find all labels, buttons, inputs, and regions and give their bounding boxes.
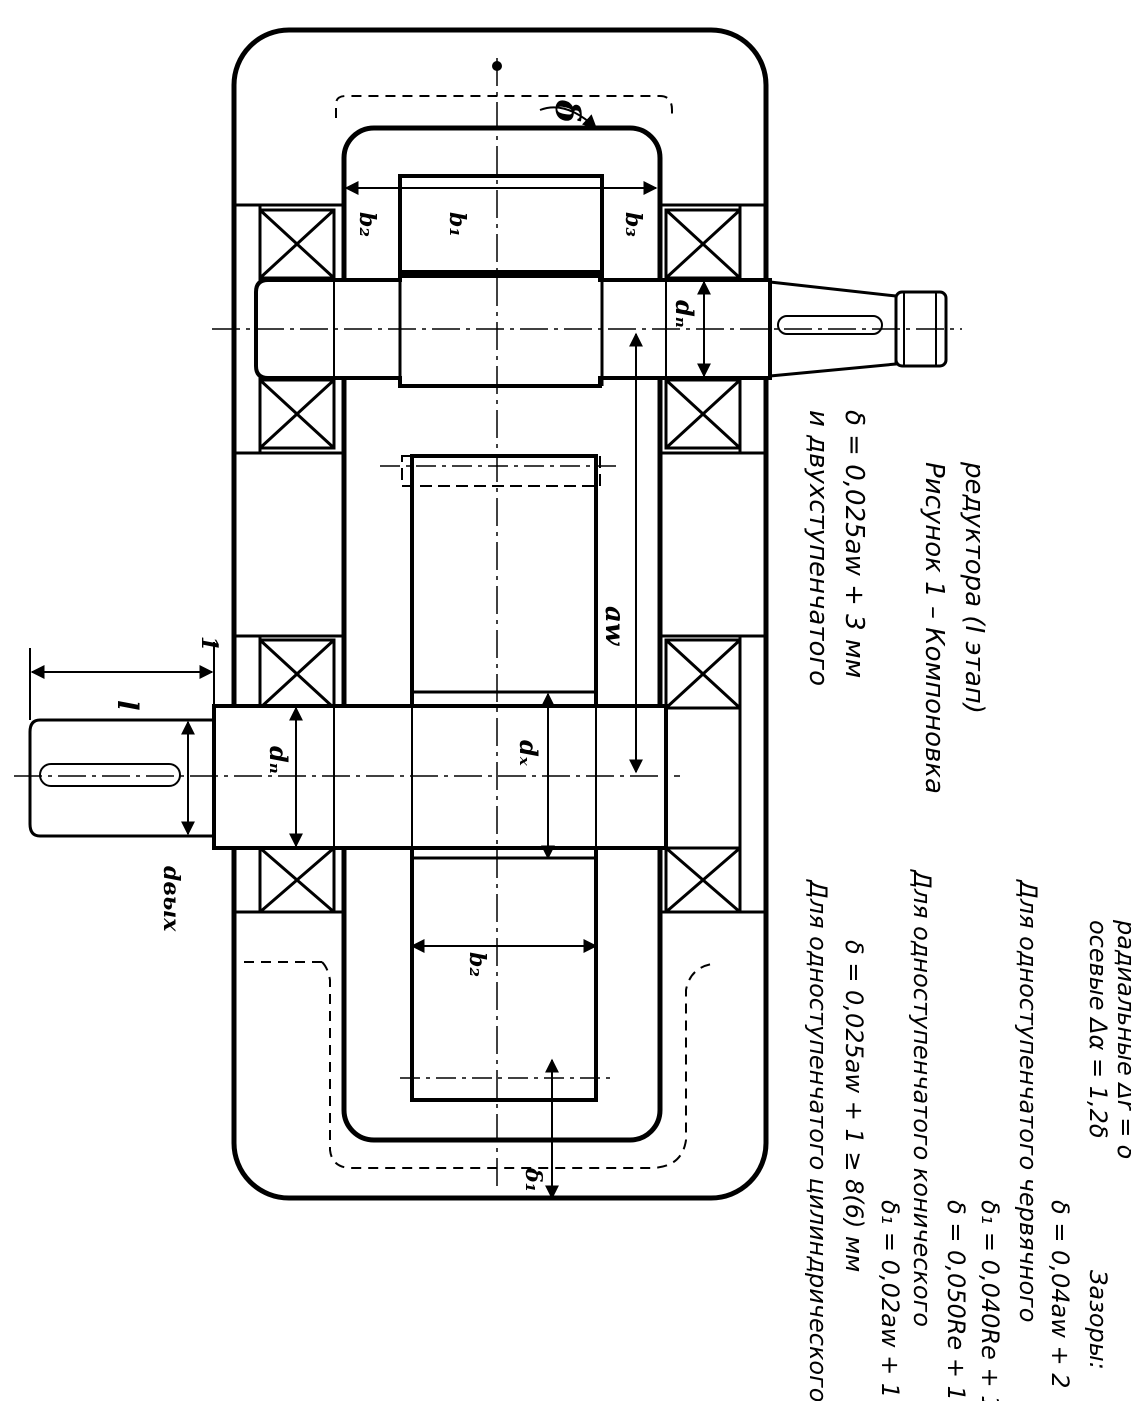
label-delta: δ bbox=[547, 99, 587, 123]
dashed-oil-contour-top bbox=[335, 95, 673, 120]
label-dn-top: dₙ bbox=[670, 300, 699, 328]
label-b-lower: b₂ bbox=[464, 952, 490, 977]
label-b-gear: b₁ bbox=[444, 212, 470, 237]
note-gaps-side: осевые Δα = 1,2δ bbox=[1084, 920, 1112, 1139]
delta-leader bbox=[539, 106, 598, 129]
output-shaft bbox=[212, 704, 668, 850]
note-single-cyl-formula: δ = 0,025aw + 1 ≥ 8(6) мм bbox=[840, 940, 868, 1272]
inner-cavity-outline bbox=[341, 125, 663, 1143]
input-keyway bbox=[777, 315, 883, 335]
label-b-right: b₃ bbox=[620, 212, 646, 237]
note-figure-caption-1: Рисунок 1 – Компоновка bbox=[919, 462, 949, 794]
note-worm-title: Для одноступенчатого червячного bbox=[1014, 879, 1042, 1322]
label-l: l bbox=[111, 700, 144, 711]
note-two-stage-title: и двухступенчатого bbox=[803, 410, 833, 686]
output-shaft-end bbox=[28, 718, 214, 838]
label-section-1: 1 bbox=[196, 636, 222, 651]
note-single-cyl-delta1: δ₁ = 0,02aw + 1 ≥ bbox=[876, 1200, 904, 1401]
output-keyway bbox=[39, 763, 181, 787]
note-two-stage-formula: δ = 0,025aw + 3 мм bbox=[839, 410, 869, 678]
note-gaps-title: Зазоры: bbox=[1084, 1270, 1112, 1370]
dashed-oil-contour-bottom bbox=[321, 961, 713, 1169]
label-delta1: δ₁ bbox=[520, 1167, 546, 1192]
note-bevel-delta1: δ₁ = 0,040Re + 1 bbox=[976, 1200, 1004, 1401]
housing-outline bbox=[231, 27, 769, 1201]
label-d-output: dвых bbox=[158, 866, 184, 932]
note-gaps-radial: радиальные Δr = δ bbox=[1112, 919, 1131, 1160]
note-single-cyl-title: Для одноступенчатого цилиндрического bbox=[804, 879, 832, 1401]
wheel-teeth-band bbox=[401, 455, 601, 487]
note-bevel-title: Для одноступенчатого конического bbox=[908, 869, 936, 1327]
pinion-gear bbox=[398, 174, 604, 278]
wall-right-bottom bbox=[738, 634, 768, 914]
note-figure-caption-2: редуктора (I этап) bbox=[959, 461, 989, 714]
label-b-left: b₂ bbox=[354, 212, 380, 237]
label-dx: dₓ bbox=[514, 740, 543, 767]
note-worm-formula: δ = 0,04aw + 2 bbox=[1046, 1200, 1074, 1388]
label-dn-bottom: dₙ bbox=[264, 746, 293, 774]
notes-block: и двухступенчатого δ = 0,025aw + 3 мм Ри… bbox=[803, 410, 1131, 1401]
label-aw: aw bbox=[599, 606, 629, 647]
bearing-bottom-right bbox=[664, 638, 742, 914]
note-bevel-formula: δ = 0,050Re + 1 bbox=[942, 1200, 970, 1401]
centerline-top-dot bbox=[492, 61, 502, 71]
